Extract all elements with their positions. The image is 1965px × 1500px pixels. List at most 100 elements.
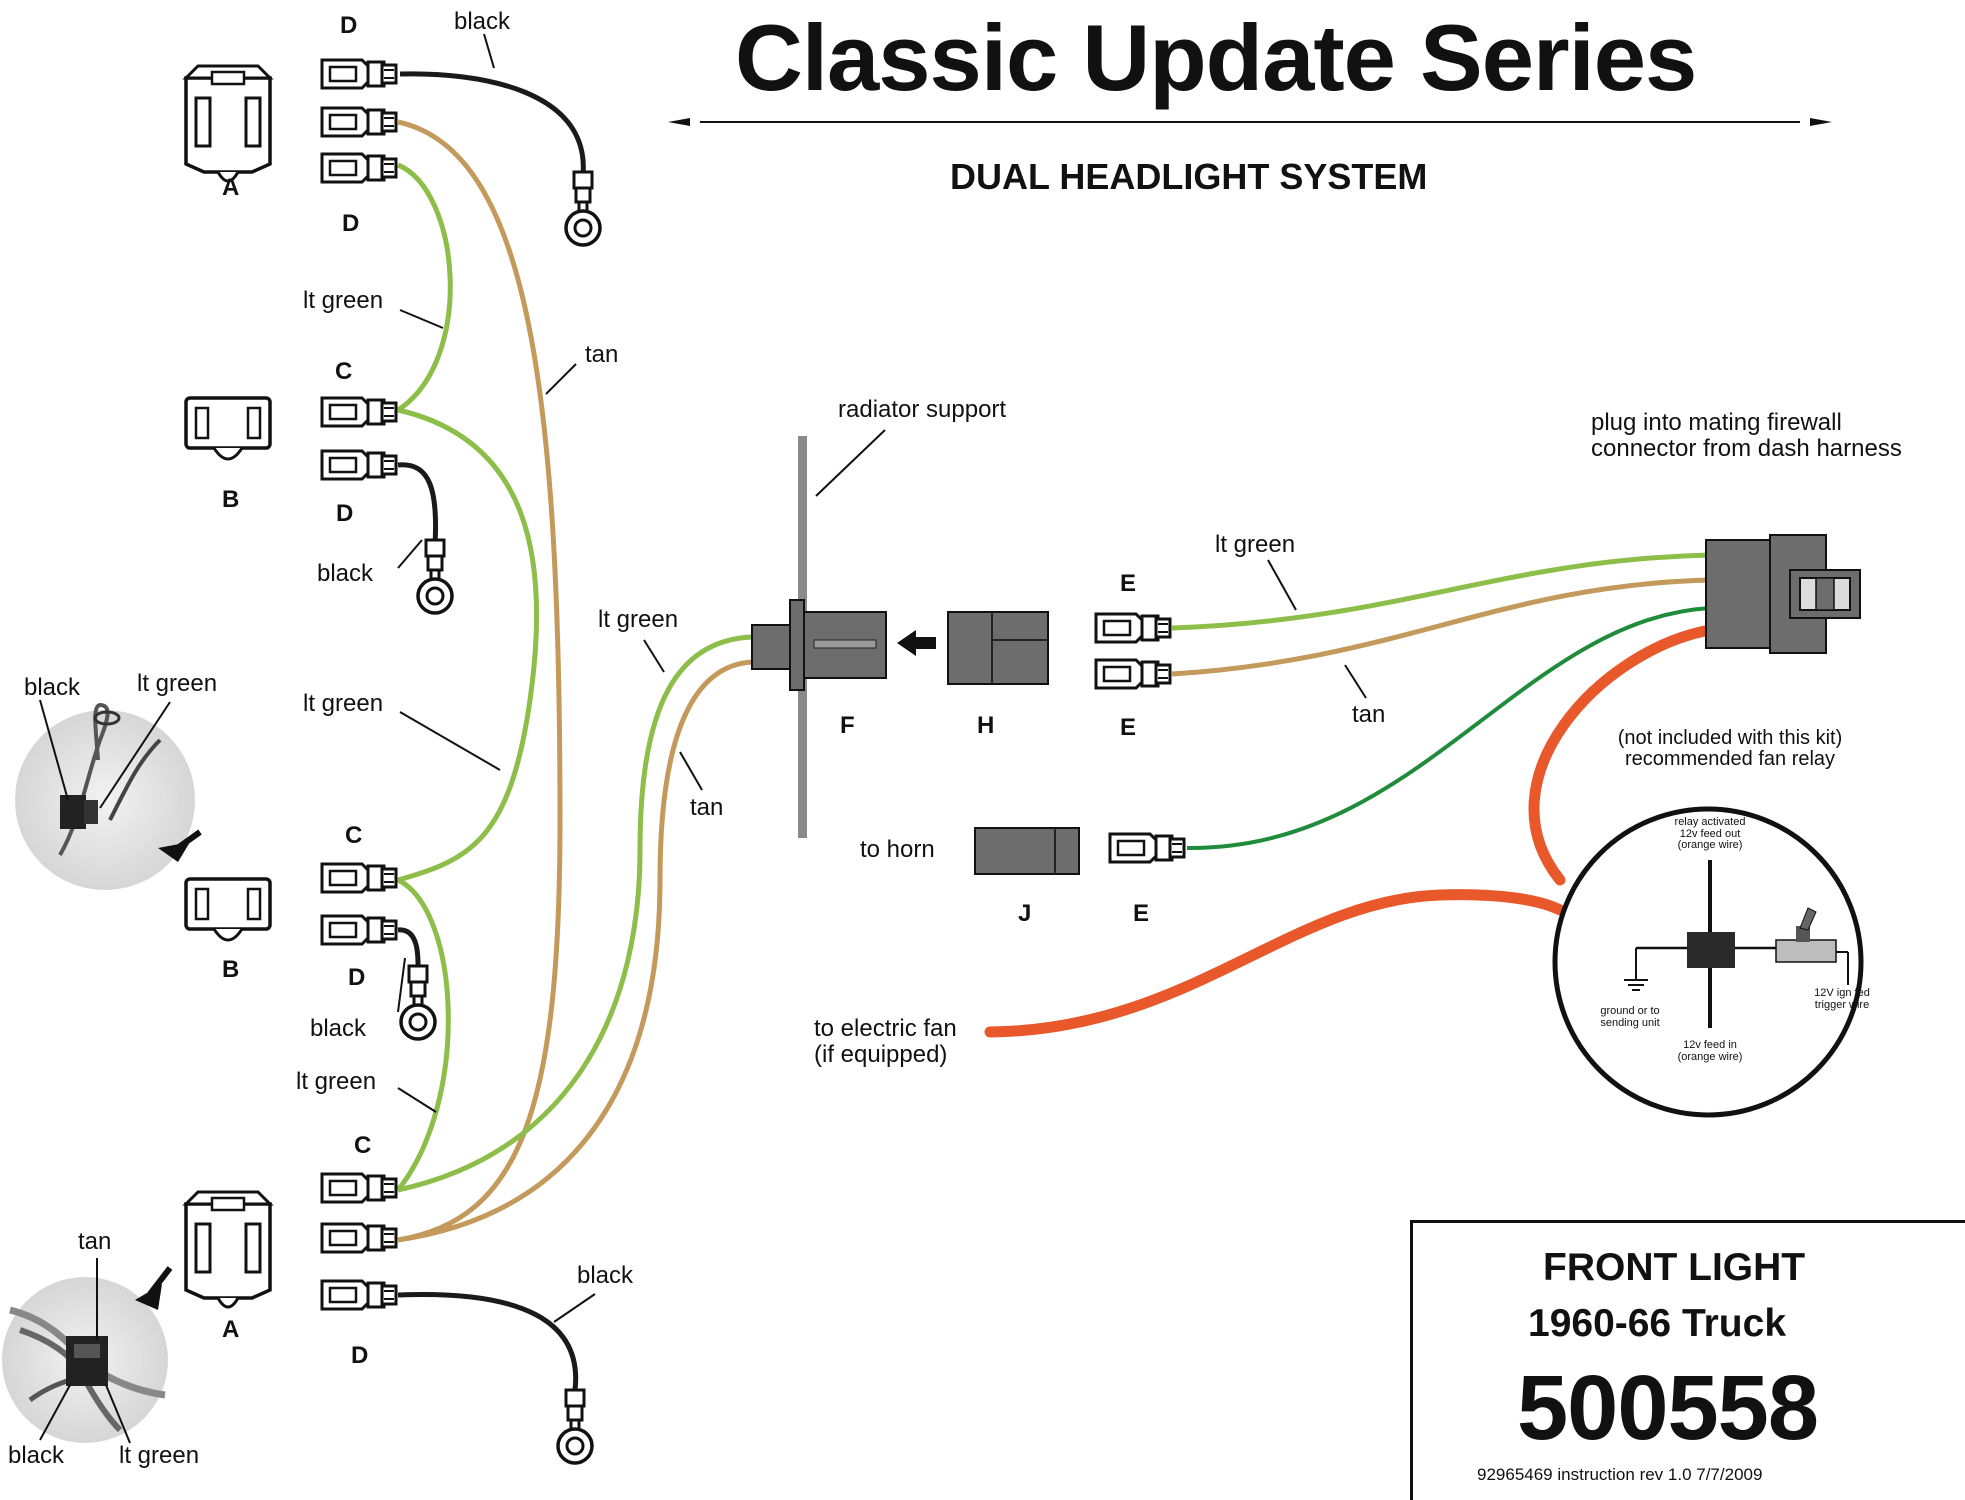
label-a: A bbox=[222, 174, 240, 201]
label-c: C bbox=[354, 1132, 372, 1159]
arrow-h-to-f bbox=[897, 630, 936, 656]
label-d: D bbox=[348, 964, 366, 991]
wire-dark-green-horn bbox=[1186, 606, 1711, 851]
inset-label-black: black bbox=[24, 674, 81, 701]
relay-top-line1: relay activated bbox=[1674, 816, 1746, 828]
wire-label-black: black bbox=[577, 1262, 634, 1289]
wire-label-black: black bbox=[317, 560, 374, 587]
part-number: 500558 bbox=[1517, 1357, 1819, 1459]
inset-label-black: black bbox=[8, 1442, 65, 1469]
relay-feed-line1: 12v feed in bbox=[1683, 1039, 1737, 1051]
terminal-c-4 bbox=[320, 1222, 398, 1254]
relay-ign-line2: trigger wire bbox=[1814, 998, 1870, 1011]
inset-label-lt-green: lt green bbox=[119, 1442, 200, 1469]
ring-terminal-2 bbox=[416, 538, 454, 615]
terminal-d-5 bbox=[320, 914, 398, 946]
to-electric-fan-label: to electric fan (if equipped) bbox=[814, 1016, 957, 1068]
relay-feed-line2: (orange wire) bbox=[1677, 1050, 1743, 1063]
label-c: C bbox=[345, 822, 363, 849]
wire-label-tan: tan bbox=[585, 341, 619, 368]
label-d: D bbox=[340, 12, 358, 39]
wire-label-lt-green: lt green bbox=[296, 1068, 377, 1095]
label-e: E bbox=[1133, 900, 1150, 927]
socket-a-top bbox=[184, 64, 272, 183]
plug-into-firewall-label: plug into mating firewall connector from… bbox=[1591, 410, 1902, 462]
wire-tan-trunk bbox=[397, 659, 753, 1243]
label-e: E bbox=[1120, 714, 1137, 741]
label-d: D bbox=[342, 210, 360, 237]
wire-label-lt-green: lt green bbox=[303, 287, 384, 314]
connector-f bbox=[751, 599, 887, 691]
plug-label-line1: plug into mating firewall bbox=[1591, 409, 1842, 436]
terminal-c-2 bbox=[320, 862, 398, 894]
wire-lt-green-right bbox=[1171, 552, 1711, 631]
fan-relay-note: (not included with this kit) recommended… bbox=[1585, 728, 1875, 770]
page-title: Classic Update Series bbox=[735, 5, 1697, 110]
wire-label-lt-green: lt green bbox=[303, 690, 384, 717]
label-d: D bbox=[336, 500, 354, 527]
title-block-line2: 1960-66 Truck bbox=[1528, 1302, 1787, 1345]
wire-label-tan: tan bbox=[1352, 701, 1386, 728]
label-d: D bbox=[351, 1342, 369, 1369]
wire-black-3 bbox=[397, 927, 421, 971]
ring-terminal-3 bbox=[399, 964, 437, 1041]
terminal-d-3 bbox=[320, 152, 398, 184]
terminal-d-1 bbox=[320, 58, 398, 90]
wire-label-black: black bbox=[454, 8, 511, 35]
wire-black-bottom bbox=[397, 1291, 579, 1391]
socket-a-bottom bbox=[184, 1190, 272, 1309]
relay-feed-in-label: 12v feed in (orange wire) bbox=[1660, 1039, 1760, 1063]
radiator-support-label: radiator support bbox=[838, 396, 1007, 423]
title-block-footer: 92965469 instruction rev 1.0 7/7/2009 bbox=[1477, 1465, 1763, 1484]
terminal-c-3 bbox=[320, 1172, 398, 1204]
relay-feed-out-label: relay activated 12v feed out (orange wir… bbox=[1645, 816, 1775, 852]
fan-relay-note-line1: (not included with this kit) bbox=[1617, 727, 1843, 749]
terminal-d-4 bbox=[320, 449, 398, 481]
label-h: H bbox=[977, 712, 995, 739]
wire-tan-right bbox=[1171, 577, 1711, 677]
inset-top-photo bbox=[15, 699, 202, 890]
to-horn-label: to horn bbox=[860, 836, 935, 863]
wire-lt-green-top bbox=[396, 162, 453, 413]
wire-lt-green-lower bbox=[396, 877, 451, 1192]
label-j: J bbox=[1018, 900, 1032, 927]
plug-label-line2: connector from dash harness bbox=[1591, 434, 1902, 462]
label-e: E bbox=[1120, 570, 1137, 597]
label-b: B bbox=[222, 486, 240, 513]
wire-label-black: black bbox=[310, 1015, 367, 1042]
relay-ground-line1: ground or to bbox=[1600, 1005, 1660, 1017]
wire-label-tan: tan bbox=[690, 794, 724, 821]
wire-orange-fan bbox=[984, 889, 1566, 1038]
label-c: C bbox=[335, 358, 353, 385]
relay-ign-label: 12V ign fed trigger wire bbox=[1802, 987, 1882, 1011]
terminal-d-2 bbox=[320, 106, 398, 138]
relay-top-line2: 12v feed out bbox=[1679, 827, 1741, 840]
fan-relay-note-line2: recommended fan relay bbox=[1624, 748, 1836, 770]
label-a: A bbox=[222, 1316, 240, 1343]
title-divider bbox=[668, 118, 1832, 126]
inset-bottom-photo bbox=[2, 1258, 173, 1444]
socket-b-2 bbox=[184, 877, 272, 942]
wire-label-lt-green: lt green bbox=[1215, 531, 1296, 558]
inset-label-lt-green: lt green bbox=[137, 670, 218, 697]
fan-relay-diagram bbox=[1552, 806, 1864, 1118]
page-subtitle: DUAL HEADLIGHT SYSTEM bbox=[950, 156, 1428, 197]
label-f: F bbox=[840, 712, 855, 739]
wire-orange-relay-out bbox=[1528, 624, 1716, 886]
wire-black-top bbox=[399, 71, 586, 176]
relay-top-line3: (orange wire) bbox=[1677, 839, 1743, 852]
wire-lt-green-trunk bbox=[397, 634, 753, 1193]
ring-terminal-bottom bbox=[556, 1388, 594, 1465]
wire-lt-green-middle bbox=[397, 407, 540, 883]
terminal-e-1 bbox=[1094, 612, 1172, 644]
to-fan-line1: to electric fan bbox=[814, 1015, 957, 1042]
connector-h bbox=[947, 611, 1049, 685]
terminal-e-3 bbox=[1108, 832, 1186, 864]
connector-j bbox=[974, 827, 1080, 875]
ring-terminal-top bbox=[564, 170, 602, 247]
relay-ground-line2: sending unit bbox=[1600, 1016, 1660, 1029]
terminal-c-1 bbox=[320, 396, 398, 428]
wire-label-lt-green: lt green bbox=[598, 606, 679, 633]
